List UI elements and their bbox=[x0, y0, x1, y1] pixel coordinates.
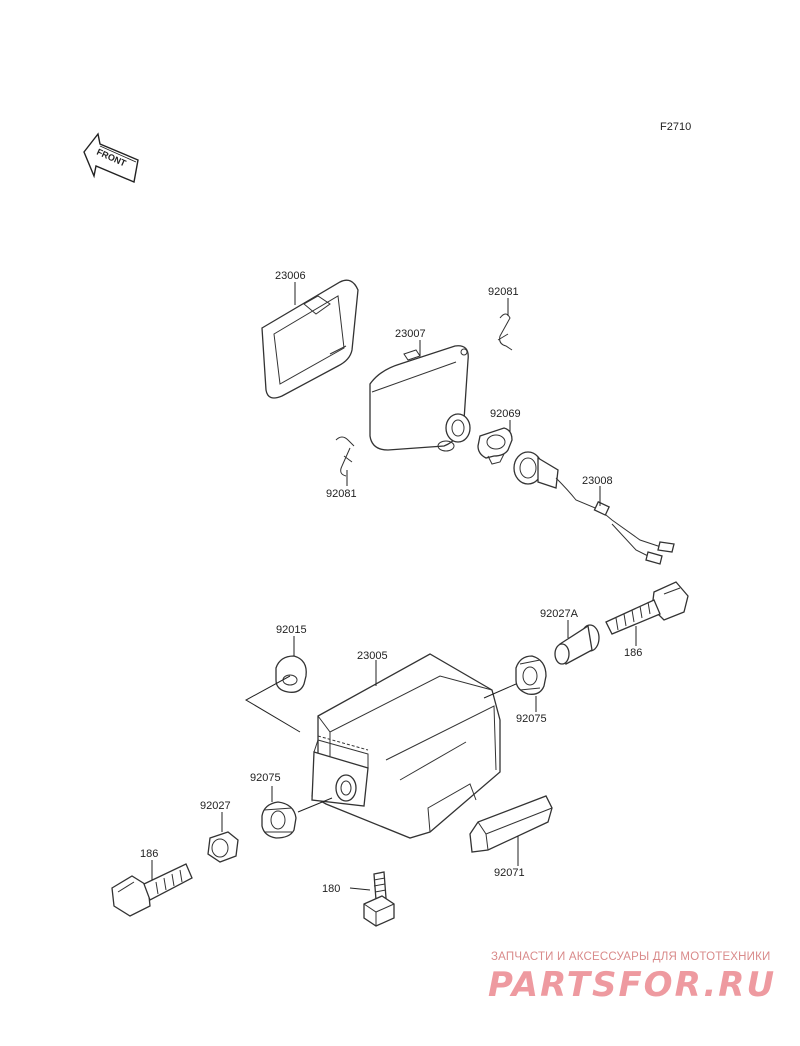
bolt-part-180 bbox=[363, 871, 395, 927]
label-186-right: 186 bbox=[624, 647, 642, 659]
label-92027: 92027 bbox=[200, 800, 231, 812]
label-92081-left: 92081 bbox=[326, 488, 357, 500]
label-23008: 23008 bbox=[582, 475, 613, 487]
label-92075-right: 92075 bbox=[516, 713, 547, 725]
grommet-part-92075-left bbox=[261, 801, 297, 839]
label-92081-top: 92081 bbox=[488, 286, 519, 298]
label-186-left: 186 bbox=[140, 848, 158, 860]
bolt-part-186-right bbox=[605, 581, 689, 635]
label-92027A: 92027A bbox=[540, 608, 579, 620]
label-23006: 23006 bbox=[275, 270, 306, 282]
label-23007: 23007 bbox=[395, 328, 426, 340]
bulb-part-92069 bbox=[477, 427, 513, 465]
watermark-tagline: ЗАПЧАСТИ И АКСЕССУАРЫ ДЛЯ МОТОТЕХНИКИ bbox=[491, 951, 771, 963]
front-direction-arrow-icon: FRONT bbox=[83, 132, 139, 183]
label-92071: 92071 bbox=[494, 867, 525, 879]
label-23005: 23005 bbox=[357, 650, 388, 662]
figure-code: F2710 bbox=[660, 121, 691, 133]
grommet-part-92015 bbox=[275, 655, 307, 693]
watermark-logo: ЗАПЧАСТИ И АКСЕССУАРЫ ДЛЯ МОТОТЕХНИКИ PA… bbox=[488, 951, 776, 1005]
label-92069: 92069 bbox=[490, 408, 521, 420]
headlight-housing-part-23007 bbox=[369, 345, 471, 452]
label-92075-left: 92075 bbox=[250, 772, 281, 784]
bracket-part-92071 bbox=[469, 795, 553, 853]
spring-clip-part-92081-left bbox=[335, 436, 355, 477]
collar-part-92027 bbox=[207, 831, 239, 863]
socket-wiring-part-23008 bbox=[513, 451, 675, 565]
bolt-part-186-left bbox=[111, 863, 193, 917]
watermark-brand: PARTSFOR.RU bbox=[488, 965, 776, 1005]
label-180: 180 bbox=[322, 883, 340, 895]
spring-clip-part-92081-top bbox=[497, 313, 513, 351]
headlight-case-part-23005 bbox=[311, 653, 501, 839]
headlight-frame-part-23006 bbox=[261, 279, 359, 399]
label-92015: 92015 bbox=[276, 624, 307, 636]
grommet-part-92075-right bbox=[515, 655, 547, 695]
collar-part-92027A bbox=[554, 624, 600, 665]
